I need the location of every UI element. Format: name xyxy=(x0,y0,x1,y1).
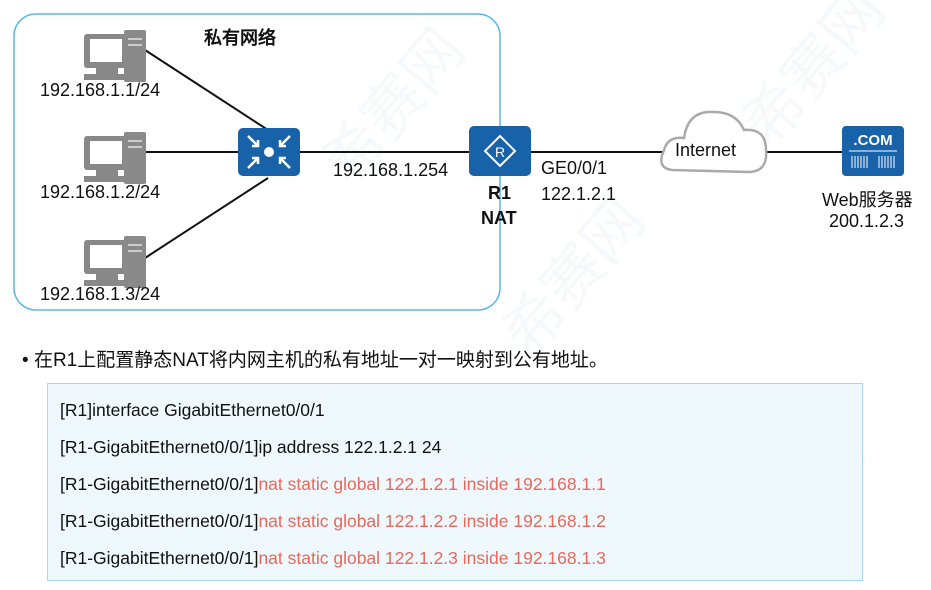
host-ip-2: 192.168.1.2/24 xyxy=(40,182,161,202)
server-ip: 200.1.2.3 xyxy=(829,211,905,231)
zone-title: 私有网络 xyxy=(204,28,276,48)
code-prompt: [R1-GigabitEthernet0/0/1] xyxy=(60,548,259,568)
code-prompt: [R1-GigabitEthernet0/0/1] xyxy=(60,474,259,494)
code-line: [R1-GigabitEthernet0/0/1]nat static glob… xyxy=(60,511,606,532)
code-line: [R1]interface GigabitEthernet0/0/1 xyxy=(60,400,325,421)
code-command: nat static global 122.1.2.3 inside 192.1… xyxy=(258,548,606,568)
host-ip-3: 192.168.1.3/24 xyxy=(40,284,161,304)
router-outside-ip: 122.1.2.1 xyxy=(541,184,617,204)
router-outside-interface: GE0/0/1 xyxy=(541,158,608,178)
svg-text:R: R xyxy=(495,144,505,160)
code-prompt: [R1] xyxy=(60,400,93,420)
svg-text:.COM: .COM xyxy=(853,132,892,149)
code-prompt: [R1-GigabitEthernet0/0/1] xyxy=(60,511,259,531)
internet-cloud-icon xyxy=(660,110,768,174)
web-server-icon: .COM xyxy=(842,126,904,176)
host-ip-1: 192.168.1.1/24 xyxy=(40,80,161,100)
server-name: Web服务器 xyxy=(822,190,913,210)
router-icon: R xyxy=(469,126,531,176)
bullet-text: 在R1上配置静态NAT将内网主机的私有地址一对一映射到公有地址。 xyxy=(33,350,608,371)
router-role: NAT xyxy=(481,208,517,228)
pc-icon xyxy=(84,236,146,288)
router-inside-ip: 192.168.1.254 xyxy=(333,160,449,180)
code-line: [R1-GigabitEthernet0/0/1]nat static glob… xyxy=(60,548,606,569)
switch-icon xyxy=(238,128,300,176)
pc-icon xyxy=(84,132,146,184)
router-name: R1 xyxy=(488,183,512,203)
code-command: nat static global 122.1.2.1 inside 192.1… xyxy=(258,474,606,494)
code-line: [R1-GigabitEthernet0/0/1]ip address 122.… xyxy=(60,437,441,458)
code-command: interface GigabitEthernet0/0/1 xyxy=(92,400,325,420)
code-command: nat static global 122.1.2.2 inside 192.1… xyxy=(258,511,606,531)
code-prompt: [R1-GigabitEthernet0/0/1] xyxy=(60,437,259,457)
bullet-point: • 在R1上配置静态NAT将内网主机的私有地址一对一映射到公有地址。 xyxy=(22,350,608,371)
pc-icon xyxy=(84,30,146,82)
code-command: ip address 122.1.2.1 24 xyxy=(258,437,442,457)
config-code-block: [R1]interface GigabitEthernet0/0/1 [R1-Gi… xyxy=(47,383,863,581)
internet-label: Internet xyxy=(675,140,737,160)
links xyxy=(144,49,842,259)
topology: R .COM xyxy=(13,13,904,311)
code-line: [R1-GigabitEthernet0/0/1]nat static glob… xyxy=(60,474,606,495)
